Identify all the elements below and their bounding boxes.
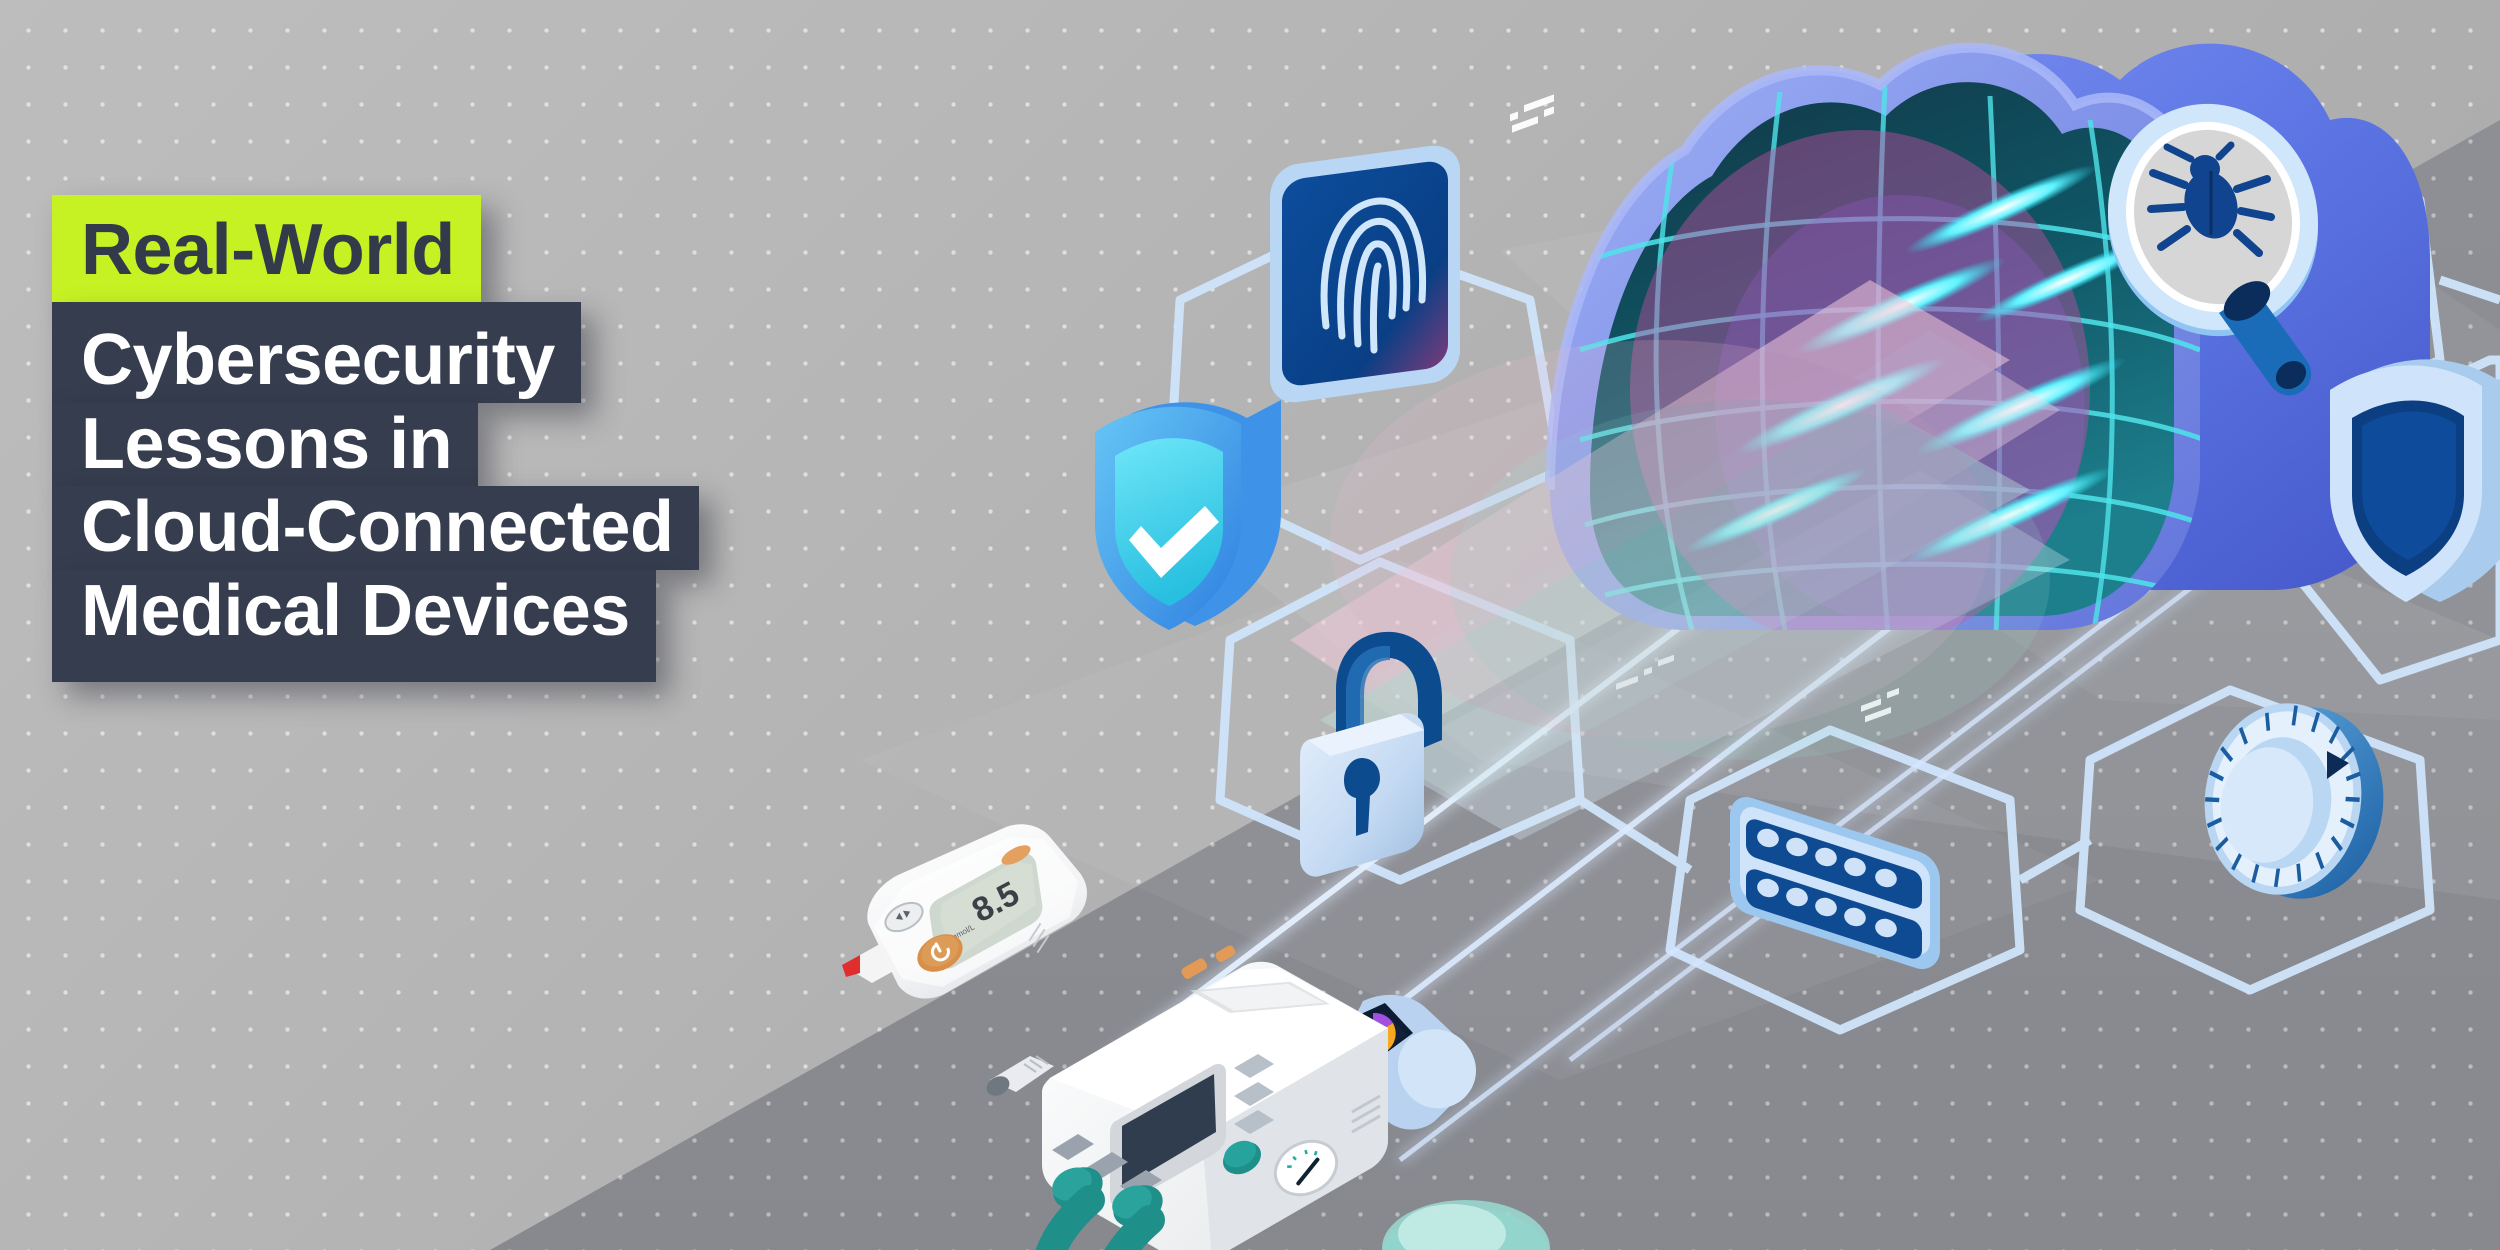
ventilator-icon [986, 945, 1388, 1250]
data-blip-icon-2 [1616, 654, 1674, 690]
padlock-icon [1300, 631, 1442, 877]
fingerprint-icon [1270, 145, 1460, 403]
shield-solid-icon [2330, 359, 2500, 602]
title-line-4: Medical Devices [52, 569, 656, 683]
title-block: Real-World Cybersecurity Lessons in Clou… [52, 195, 700, 683]
title-line-2: Lessons in [52, 402, 479, 487]
glucose-meter-icon: 8.5 mmol/L [842, 824, 1087, 999]
title-line-3: Cloud-Connected [52, 486, 700, 570]
title-line-1: Cybersecurity [52, 302, 581, 403]
data-beam [1290, 280, 2070, 840]
shield-check-icon [1095, 400, 1281, 630]
combination-dial-icon [2204, 703, 2384, 899]
password-field-icon [1730, 796, 1940, 970]
data-blip-icon-3 [1861, 687, 1899, 723]
bug-magnifier-icon [2108, 103, 2318, 396]
title-highlight-line: Real-World [52, 195, 481, 303]
data-blip-icon [1510, 94, 1554, 133]
ventilator-tubing [1035, 1185, 1550, 1250]
